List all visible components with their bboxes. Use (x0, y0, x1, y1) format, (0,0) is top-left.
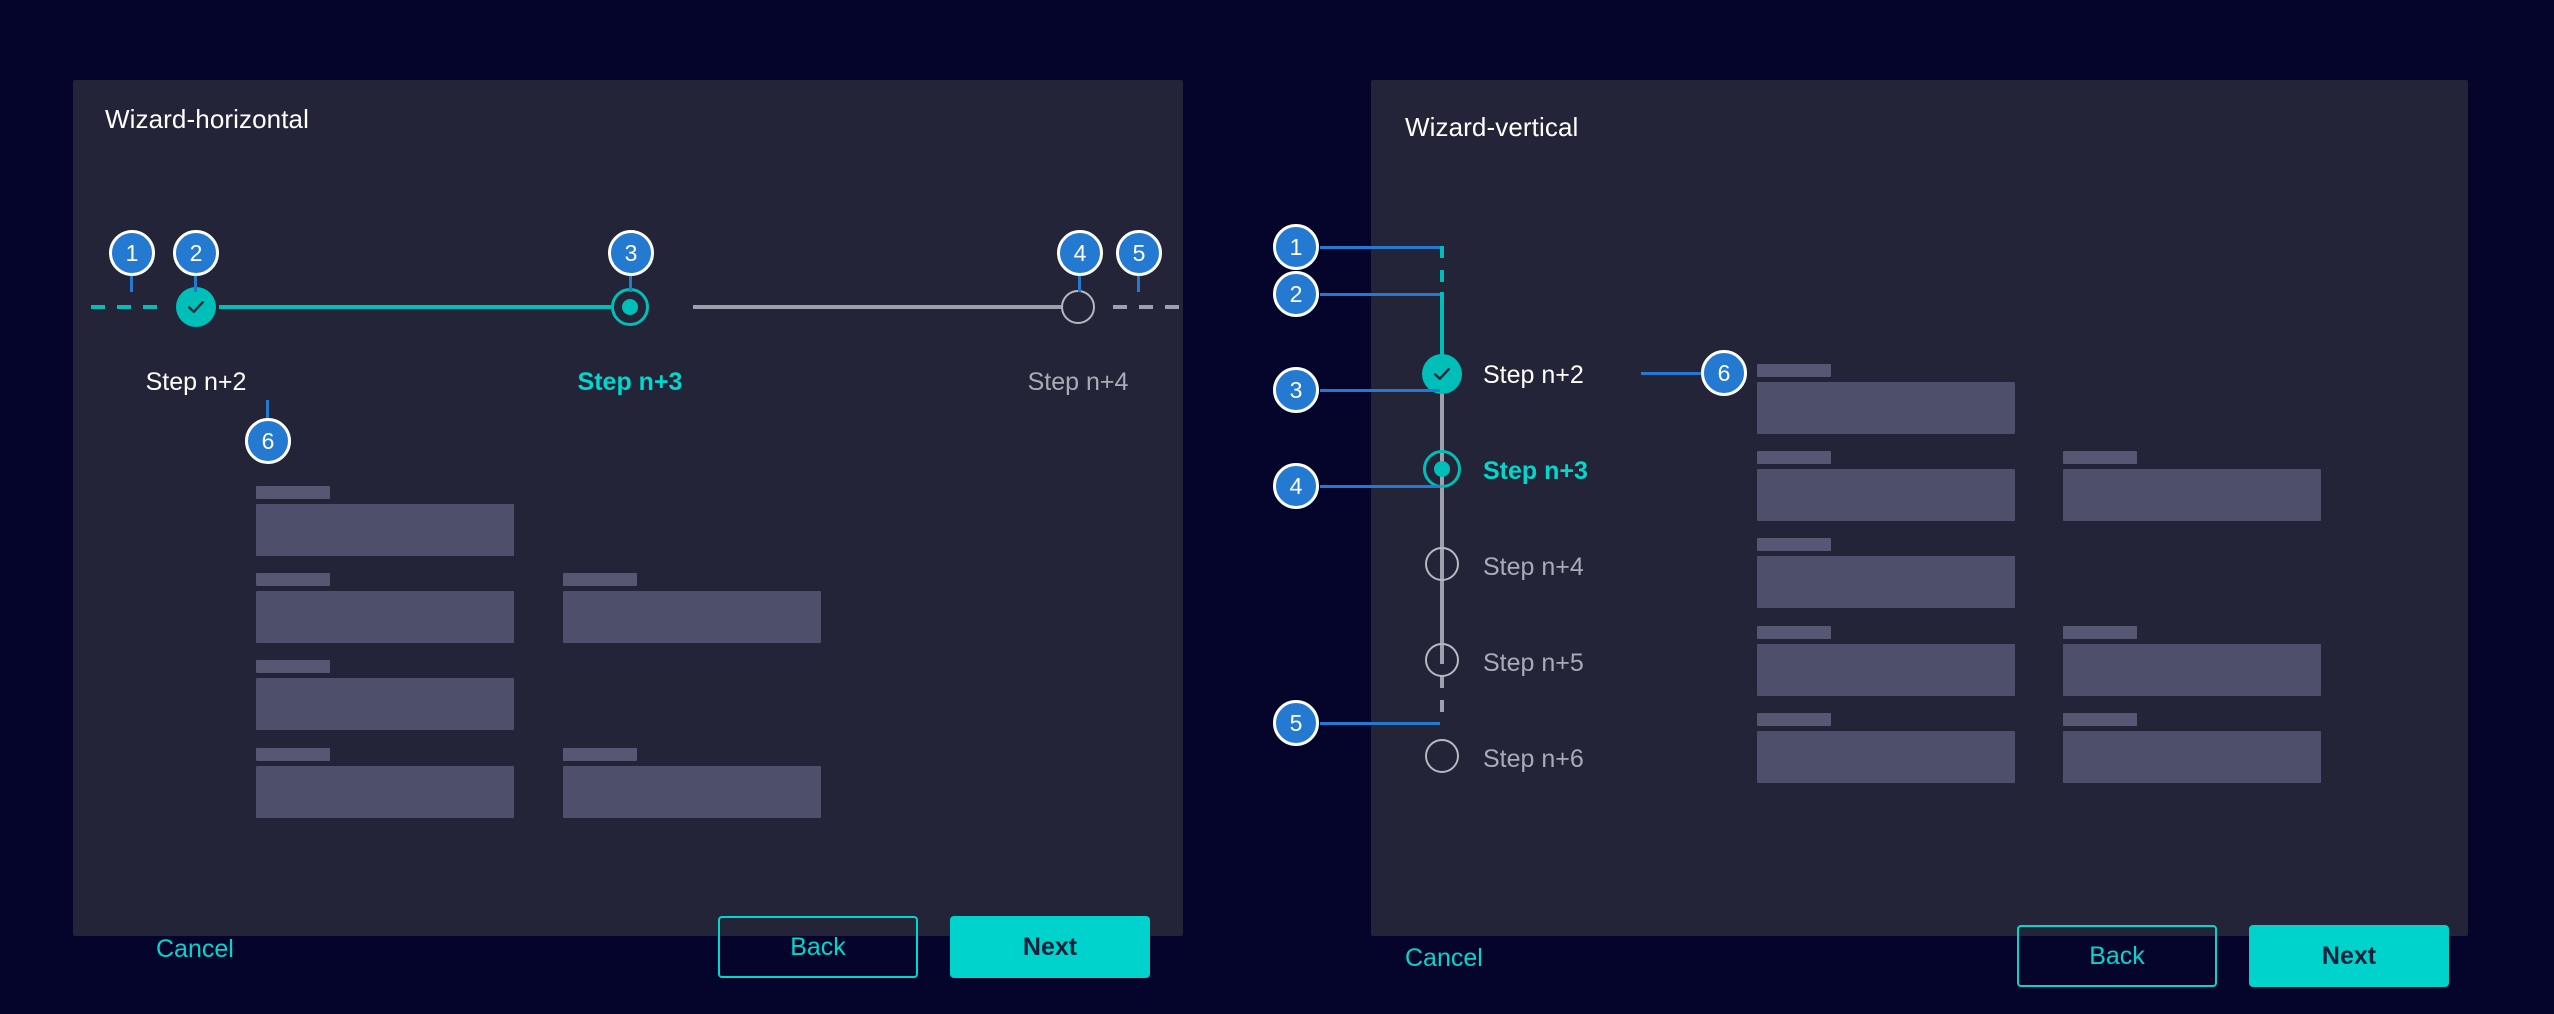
horizontal-step-node-todo[interactable] (1061, 290, 1095, 324)
annotation-badge-5[interactable]: 5 (1116, 230, 1162, 276)
annotation-badge-4[interactable]: 4 (1057, 230, 1103, 276)
horizontal-step-label-0[interactable]: Step n+2 (145, 368, 247, 396)
annotation-lead-v2 (1320, 293, 1440, 296)
vertical-step-label-4[interactable]: Step n+6 (1483, 745, 1584, 773)
vertical-step-node-todo-3[interactable] (1425, 739, 1459, 773)
wizard-horizontal-card: Wizard-horizontal Step n+2 St (73, 80, 1191, 978)
vertical-step-label-2[interactable]: Step n+4 (1483, 553, 1584, 581)
annotation-badge-6[interactable]: 6 (245, 418, 291, 464)
next-button[interactable]: Next (950, 916, 1150, 978)
vertical-step-label-0[interactable]: Step n+2 (1483, 361, 1584, 389)
skeleton-field[interactable] (1757, 556, 2015, 608)
back-button[interactable]: Back (718, 916, 918, 978)
skeleton-field[interactable] (563, 591, 821, 643)
annotation-stem-4 (1078, 276, 1081, 292)
skeleton-field[interactable] (2063, 731, 2321, 783)
check-icon (187, 301, 204, 313)
horizontal-connector-done (219, 305, 611, 309)
vertical-step-node-done[interactable] (1422, 354, 1462, 394)
annotation-lead-v5 (1320, 722, 1440, 725)
skeleton-field[interactable] (256, 591, 514, 643)
skeleton-label (2063, 626, 2137, 639)
annotation-badge-2[interactable]: 2 (173, 230, 219, 276)
annotation-stem-6 (266, 400, 269, 418)
horizontal-step-label-2[interactable]: Step n+4 (1027, 368, 1129, 396)
annotation-stem-1 (130, 276, 133, 292)
annotation-badge-v1[interactable]: 1 (1273, 224, 1319, 270)
skeleton-label (2063, 451, 2137, 464)
radio-dot-icon (1434, 461, 1450, 477)
horizontal-stepper: Step n+2 Step n+3 Step n+4 (73, 80, 1191, 936)
skeleton-label (1757, 451, 1831, 464)
cancel-button[interactable]: Cancel (1405, 944, 1483, 972)
vertical-step-node-current[interactable] (1423, 450, 1461, 488)
annotation-badge-v5[interactable]: 5 (1273, 700, 1319, 746)
skeleton-field[interactable] (2063, 469, 2321, 521)
wizard-horizontal-title: Wizard-horizontal (105, 104, 309, 134)
skeleton-label (256, 573, 330, 586)
back-button[interactable]: Back (2017, 925, 2217, 987)
annotation-stem-5 (1137, 276, 1140, 292)
horizontal-trailing-dashed-connector (1113, 305, 1191, 309)
skeleton-field[interactable] (256, 504, 514, 556)
next-button[interactable]: Next (2249, 925, 2449, 987)
vertical-step-label-3[interactable]: Step n+5 (1483, 649, 1584, 677)
skeleton-field[interactable] (1757, 731, 2015, 783)
vertical-leading-dashed-connector (1440, 246, 1444, 304)
annotation-badge-3[interactable]: 3 (608, 230, 654, 276)
skeleton-label (1757, 364, 1831, 377)
wizard-vertical-title: Wizard-vertical (1405, 112, 1579, 142)
horizontal-leading-dashed-connector (91, 305, 167, 309)
skeleton-label (563, 748, 637, 761)
skeleton-field[interactable] (1757, 382, 2015, 434)
skeleton-label (2063, 713, 2137, 726)
vertical-trailing-dashed-connector (1440, 652, 1444, 712)
horizontal-connector-todo (693, 305, 1061, 309)
annotation-badge-v6[interactable]: 6 (1701, 350, 1747, 396)
cancel-button[interactable]: Cancel (156, 935, 234, 963)
annotation-lead-v6 (1641, 372, 1707, 375)
vertical-step-node-todo-1[interactable] (1425, 547, 1459, 581)
skeleton-field[interactable] (256, 678, 514, 730)
annotation-stem-2 (194, 276, 197, 292)
skeleton-field[interactable] (1757, 644, 2015, 696)
skeleton-label (256, 486, 330, 499)
skeleton-label (1757, 626, 1831, 639)
annotation-stem-3 (629, 276, 632, 292)
wizard-vertical-card: Wizard-vertical Step n+2 Step n+3 Step n… (1371, 80, 2468, 987)
annotation-lead-v3 (1320, 389, 1440, 392)
skeleton-field[interactable] (563, 766, 821, 818)
annotation-lead-v4 (1320, 485, 1440, 488)
vertical-step-node-todo-2[interactable] (1425, 643, 1459, 677)
radio-dot-icon (622, 299, 638, 315)
horizontal-step-node-current[interactable] (611, 288, 649, 326)
annotation-badge-v3[interactable]: 3 (1273, 367, 1319, 413)
annotation-badge-v4[interactable]: 4 (1273, 463, 1319, 509)
annotation-badge-1[interactable]: 1 (109, 230, 155, 276)
skeleton-field[interactable] (256, 766, 514, 818)
skeleton-field[interactable] (1757, 469, 2015, 521)
skeleton-label (1757, 713, 1831, 726)
horizontal-step-node-done[interactable] (176, 287, 216, 327)
skeleton-label (256, 660, 330, 673)
skeleton-label (1757, 538, 1831, 551)
skeleton-label (563, 573, 637, 586)
check-icon (1433, 368, 1450, 380)
annotation-badge-v2[interactable]: 2 (1273, 271, 1319, 317)
horizontal-step-label-1[interactable]: Step n+3 (577, 368, 683, 396)
annotation-lead-v1 (1320, 246, 1440, 249)
skeleton-field[interactable] (2063, 644, 2321, 696)
vertical-step-label-1[interactable]: Step n+3 (1483, 457, 1588, 485)
skeleton-label (256, 748, 330, 761)
